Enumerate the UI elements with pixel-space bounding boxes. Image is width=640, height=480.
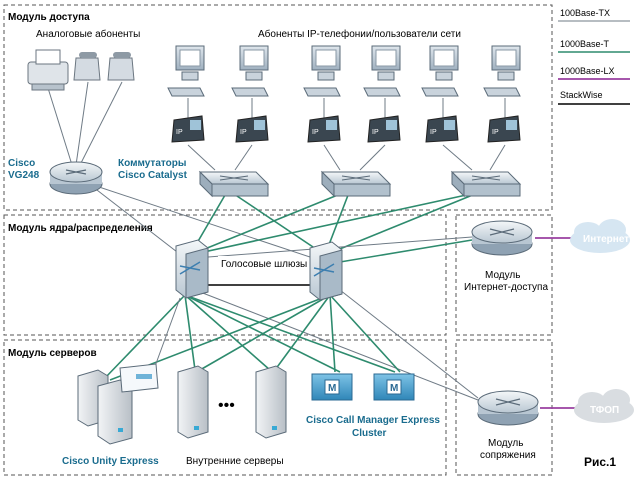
internal-server-icon	[177, 365, 209, 439]
catalyst-label-line1: Коммутаторы	[118, 158, 186, 169]
ip-phone-icon: IP	[487, 115, 521, 143]
svg-text:M: M	[328, 383, 336, 394]
servers-module-title: Модуль серверов	[8, 348, 97, 359]
catalyst-label-line2: Cisco Catalyst	[118, 170, 188, 181]
internet-module-box	[455, 214, 553, 336]
ip-phone-icon: IP	[367, 115, 401, 143]
interface-router-icon	[477, 390, 539, 426]
keyboard-icons	[167, 87, 521, 97]
vg248-router-icon	[49, 161, 103, 195]
analog-subscribers-label: Аналоговые абоненты	[36, 28, 140, 40]
svg-text:IP: IP	[430, 129, 437, 136]
legend-label-stackwise: StackWise	[560, 90, 603, 100]
catalyst-switch-icon	[450, 170, 522, 198]
ip-subscribers-label: Абоненты IP-телефонии/пользователи сети	[258, 28, 461, 40]
svg-text:IP: IP	[176, 129, 183, 136]
vg248-label-line2: VG248	[8, 170, 40, 181]
svg-text:IP: IP	[240, 129, 247, 136]
keyboard-icon	[363, 87, 401, 97]
server-ellipsis: •••	[218, 397, 235, 414]
unity-express-card-icon	[119, 363, 159, 393]
ip-phone-icon: IP	[307, 115, 341, 143]
voice-gateways-label-bg	[218, 256, 302, 270]
keyboard-icon	[231, 87, 269, 97]
analog-phone-icon	[73, 52, 101, 81]
internet-cloud-icon: Интернет	[570, 219, 630, 253]
fax-icon	[27, 49, 69, 91]
access-module-title: Модуль доступа	[8, 12, 90, 23]
pstn-cloud-label: ТФОП	[590, 405, 619, 416]
pc-monitor-icon	[239, 45, 269, 81]
core-switch-icon	[175, 239, 209, 299]
ip-phone-icon: IP	[171, 115, 205, 143]
ccme-label-line2: Cluster	[352, 428, 387, 439]
unity-express-server-icon	[77, 369, 133, 445]
internet-module-label-line1: Модуль	[485, 270, 520, 281]
vg248-label-line1: Cisco	[8, 158, 35, 169]
pstn-cloud-icon: ТФОП	[574, 389, 634, 423]
pc-monitor-icon	[429, 45, 459, 81]
servers-module-box	[3, 339, 447, 476]
keyboard-icon	[421, 87, 459, 97]
keyboard-icon	[483, 87, 521, 97]
voice-gateways-label: Голосовые шлюзы	[221, 259, 307, 270]
legend-label-1000base-t: 1000Base-T	[560, 39, 610, 49]
internet-cloud-label: Интернет	[583, 234, 629, 245]
svg-text:M: M	[390, 383, 398, 394]
internet-module-label-line2: Интернет-доступа	[464, 282, 548, 293]
svg-text:IP: IP	[312, 129, 319, 136]
keyboard-icon	[303, 87, 341, 97]
legend-label-100base-tx: 100Base-TX	[560, 8, 610, 18]
ccme-label-line1: Cisco Call Manager Express	[306, 415, 440, 426]
legend-label-1000base-lx: 1000Base-LX	[560, 66, 615, 76]
interface-module-label-line1: Модуль	[488, 438, 523, 449]
pc-monitor-icon	[371, 45, 401, 81]
keyboard-icon	[167, 87, 205, 97]
pc-monitor-icon	[311, 45, 341, 81]
links	[47, 81, 578, 409]
unity-express-label: Cisco Unity Express	[62, 456, 159, 467]
pc-monitor-icon	[175, 45, 205, 81]
analog-phone-icon	[107, 52, 135, 81]
internal-server-icon	[255, 365, 287, 439]
internet-router-icon	[471, 220, 533, 256]
core-switch-icon	[309, 241, 343, 301]
catalyst-switch-icon	[320, 170, 392, 198]
ccme-server-icon: M	[311, 373, 353, 401]
svg-text:IP: IP	[492, 129, 499, 136]
ip-phone-icon: IP	[425, 115, 459, 143]
ip-phone-icon: IP	[235, 115, 269, 143]
access-module-box	[3, 4, 553, 211]
legend: 100Base-TX 1000Base-T 1000Base-LX StackW…	[558, 8, 630, 105]
interface-module-label-line2: сопряжения	[480, 450, 536, 461]
figure-caption: Рис.1	[584, 455, 616, 469]
ccme-server-icon: M	[373, 373, 415, 401]
svg-text:IP: IP	[372, 129, 379, 136]
pc-monitor-icon	[491, 45, 521, 81]
catalyst-switch-icon	[198, 170, 270, 198]
core-module-box	[3, 214, 447, 336]
internal-servers-label: Внутренние серверы	[186, 456, 284, 467]
core-module-title: Модуль ядра/распределения	[8, 223, 153, 234]
